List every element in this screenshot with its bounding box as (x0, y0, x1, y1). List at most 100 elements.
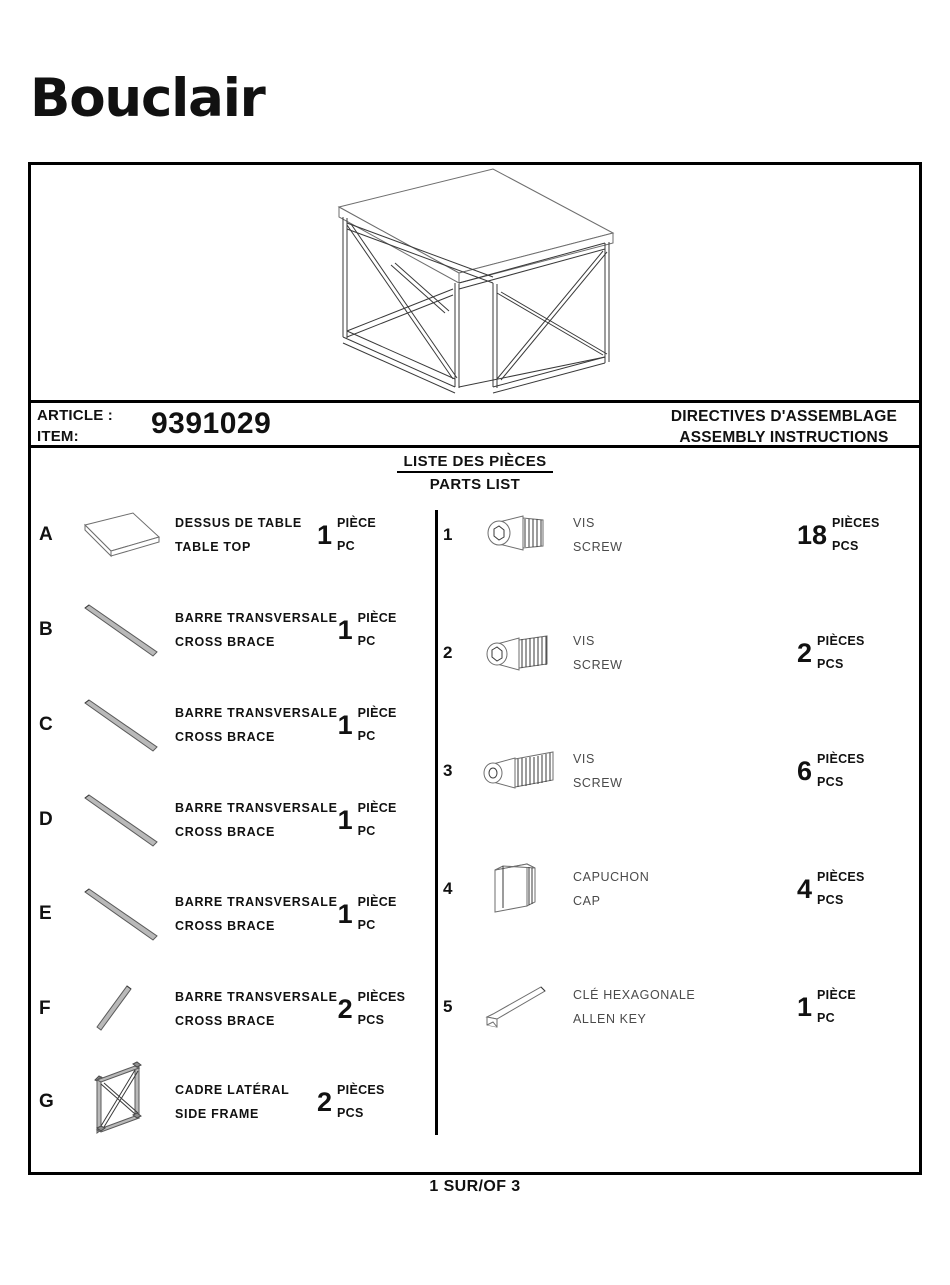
unit-fr: PIÈCE (337, 516, 377, 530)
hardware-name-fr: VIS (573, 634, 595, 648)
unit-en: PCS (817, 657, 844, 671)
brand-logo: Bouclair (30, 68, 266, 129)
part-tag: E (39, 903, 52, 924)
quantity-value: 1 (317, 519, 333, 550)
part-names: BARRE TRANSVERSALE CROSS BRACE (171, 796, 338, 844)
quantity-units: PIÈCES PCS (337, 1079, 385, 1125)
quantity-units: PIÈCES PCS (817, 630, 865, 676)
column-divider (435, 510, 438, 1135)
part-quantity: 1 PIÈCE PC (338, 702, 450, 748)
allen-key-icon (471, 981, 569, 1033)
hardware-tag: 5 (443, 997, 453, 1016)
article-label-fr: ARTICLE : (37, 407, 113, 424)
part-name-en: CROSS BRACE (175, 919, 276, 933)
parts-list-heading-fr: LISTE DES PIÈCES (397, 453, 553, 473)
part-name-fr: DESSUS DE TABLE (175, 516, 302, 530)
unit-fr: PIÈCES (357, 990, 406, 1004)
hardware-tag: 1 (443, 525, 453, 544)
quantity-units: PIÈCE PC (358, 797, 397, 843)
part-names: DESSUS DE TABLE TABLE TOP (171, 511, 317, 559)
part-tag: G (39, 1091, 54, 1112)
part-tag: D (39, 809, 53, 830)
part-name-en: CROSS BRACE (175, 1014, 276, 1028)
quantity-value: 18 (797, 519, 828, 550)
part-name-fr: CADRE LATÉRAL (175, 1083, 290, 1097)
hardware-name-fr: CLÉ HEXAGONALE (573, 988, 696, 1002)
part-row-a: A DESSUS DE TABLE TABLE TOP 1 PIÈCE PC (39, 500, 429, 570)
product-illustration (31, 165, 919, 400)
side-frame-icon (73, 1061, 171, 1142)
unit-en: PC (357, 634, 376, 648)
hardware-row-2: 2 VIS SCREW 2 PIÈCES PCS (443, 618, 919, 688)
part-names: BARRE TRANSVERSALE CROSS BRACE (171, 606, 338, 654)
part-quantity: 1 PIÈCE PC (317, 512, 429, 558)
instruction-sheet: ARTICLE : ITEM: 9391029 DIRECTIVES D'ASS… (28, 162, 922, 1175)
hardware-quantity: 1 PIÈCE PC (797, 984, 919, 1030)
unit-fr: PIÈCES (832, 516, 880, 530)
console-table-drawing (337, 168, 615, 394)
part-quantity: 2 PIÈCES PCS (317, 1079, 429, 1125)
article-header-band: ARTICLE : ITEM: 9391029 DIRECTIVES D'ASS… (31, 400, 919, 448)
part-row-f: F BARRE TRANSVERSALE CROSS BRACE 2 PIÈCE… (39, 974, 429, 1044)
hardware-names: VIS SCREW (569, 747, 797, 795)
quantity-value: 6 (797, 755, 813, 786)
quantity-units: PIÈCES PCS (832, 512, 880, 558)
unit-en: PC (337, 539, 355, 553)
quantity-value: 1 (337, 614, 353, 645)
part-names: BARRE TRANSVERSALE CROSS BRACE (171, 701, 338, 749)
part-tag: B (39, 619, 53, 640)
hardware-row-4: 4 CAPUCHON CAP 4 PIÈCES PCS (443, 854, 919, 924)
hardware-quantity: 4 PIÈCES PCS (797, 866, 919, 912)
part-name-fr: BARRE TRANSVERSALE (175, 990, 338, 1004)
unit-fr: PIÈCE (357, 706, 397, 720)
quantity-units: PIÈCES PCS (817, 866, 865, 912)
unit-fr: PIÈCES (817, 870, 865, 884)
part-quantity: 1 PIÈCE PC (338, 891, 450, 937)
unit-en: PCS (337, 1106, 364, 1120)
unit-en: PCS (832, 539, 859, 553)
hardware-row-5: 5 CLÉ HEXAGONALE ALLEN KEY 1 PIÈCE PC (443, 972, 919, 1042)
part-row-g: G CADRE LATÉRAL SIDE FRAME 2 PIÈCES (39, 1061, 429, 1137)
hardware-row-1: 1 VIS SCREW 18 PIÈCES PCS (443, 500, 919, 570)
quantity-value: 1 (337, 898, 353, 929)
hardware-name-fr: CAPUCHON (573, 870, 650, 884)
unit-en: PC (817, 1011, 835, 1025)
hardware-name-fr: VIS (573, 516, 595, 530)
quantity-units: PIÈCES PCS (817, 748, 865, 794)
quantity-units: PIÈCE PC (817, 984, 856, 1030)
hardware-row-3: 3 VIS SCREW 6 PIÈCES PCS (443, 736, 919, 806)
hardware-name-en: SCREW (573, 658, 623, 672)
quantity-units: PIÈCE PC (358, 891, 397, 937)
part-names: BARRE TRANSVERSALE CROSS BRACE (171, 890, 338, 938)
quantity-value: 1 (337, 709, 353, 740)
screw-long-icon (471, 746, 569, 796)
unit-fr: PIÈCES (337, 1083, 385, 1097)
cross-brace-icon (73, 600, 171, 660)
part-name-fr: BARRE TRANSVERSALE (175, 895, 338, 909)
part-names: CADRE LATÉRAL SIDE FRAME (171, 1078, 317, 1126)
unit-fr: PIÈCE (357, 801, 397, 815)
screw-short-icon (471, 510, 569, 560)
unit-en: PC (357, 918, 376, 932)
part-name-en: CROSS BRACE (175, 825, 276, 839)
unit-fr: PIÈCES (817, 634, 865, 648)
part-row-e: E BARRE TRANSVERSALE CROSS BRACE 1 PIÈCE… (39, 879, 429, 949)
quantity-units: PIÈCES PCS (358, 986, 406, 1032)
parts-list-heading: LISTE DES PIÈCES PARTS LIST (31, 453, 919, 493)
part-row-c: C BARRE TRANSVERSALE CROSS BRACE 1 PIÈCE… (39, 690, 429, 760)
hardware-quantity: 2 PIÈCES PCS (797, 630, 919, 676)
hardware-name-fr: VIS (573, 752, 595, 766)
part-name-fr: BARRE TRANSVERSALE (175, 611, 338, 625)
unit-fr: PIÈCE (357, 895, 397, 909)
page-number: 1 SUR/OF 3 (429, 1178, 521, 1195)
hardware-quantity: 6 PIÈCES PCS (797, 748, 919, 794)
part-names: BARRE TRANSVERSALE CROSS BRACE (171, 985, 338, 1033)
part-quantity: 1 PIÈCE PC (338, 607, 450, 653)
quantity-value: 2 (797, 637, 813, 668)
part-row-b: B BARRE TRANSVERSALE CROSS BRACE 1 PIÈCE… (39, 595, 429, 665)
part-row-d: D BARRE TRANSVERSALE CROSS BRACE 1 PIÈCE… (39, 785, 429, 855)
hardware-tag: 3 (443, 761, 453, 780)
cross-brace-icon (73, 790, 171, 850)
hardware-names: CAPUCHON CAP (569, 865, 797, 913)
assembly-title-fr: DIRECTIVES D'ASSEMBLAGE (670, 408, 897, 425)
